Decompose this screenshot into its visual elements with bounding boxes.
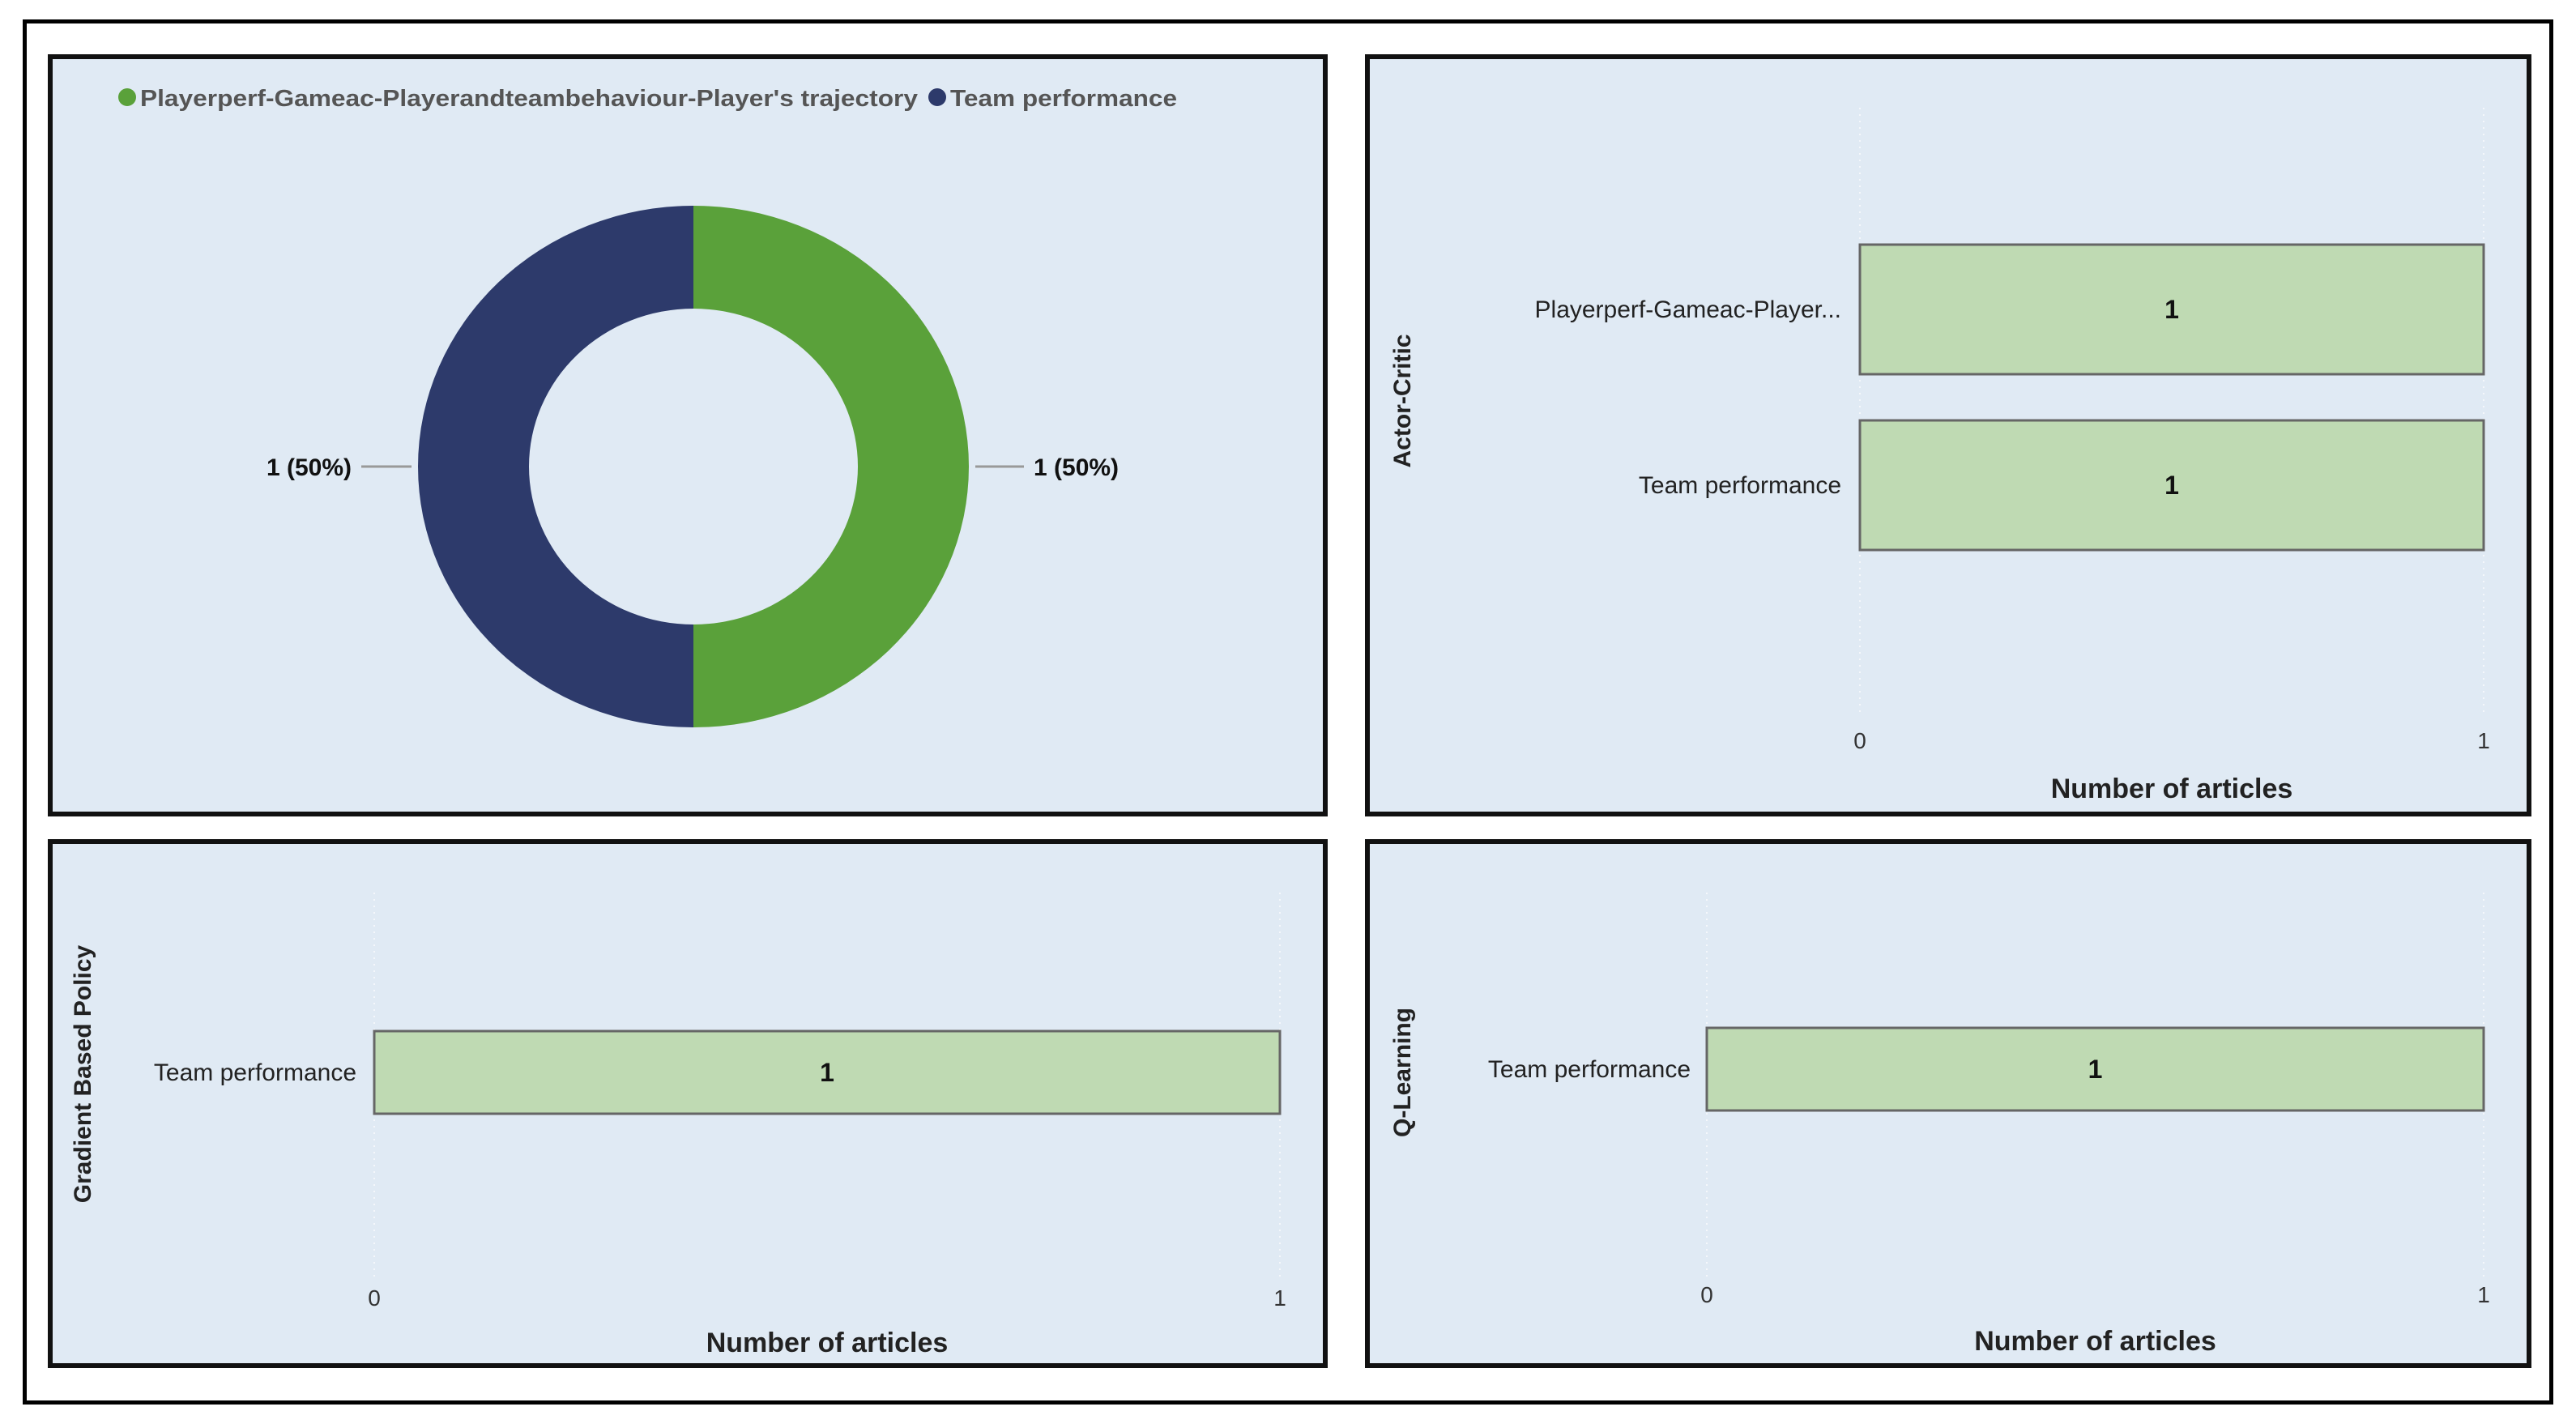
bar [1705, 1026, 2485, 1112]
bar-data-label: 1 [2164, 471, 2179, 500]
data-label: 1 (50%) [1034, 454, 1119, 481]
category-label: Team performance [154, 1059, 356, 1086]
x-tick-label: 0 [1853, 728, 1866, 753]
legend-label: Team performance [950, 86, 1177, 112]
donut-chart: Playerperf-Gameac-Playerandteambehaviour… [118, 86, 1177, 727]
x-tick-label: 0 [1700, 1282, 1713, 1307]
donut-slice [418, 206, 693, 727]
y-axis-title: Q-Learning [1389, 1008, 1416, 1137]
x-axis-title: Number of articles [2051, 774, 2293, 804]
bar [373, 1029, 1282, 1115]
x-tick-label: 1 [1273, 1285, 1286, 1311]
bar-data-label: 1 [820, 1058, 834, 1087]
x-tick-label: 1 [2477, 1282, 2490, 1307]
donut-chart-panel: Playerperf-Gameac-Playerandteambehaviour… [48, 54, 1328, 816]
bar [1858, 419, 2485, 552]
x-tick-label: 1 [2477, 728, 2490, 753]
dashboard-frame [23, 19, 2553, 1405]
category-label: Team performance [1639, 472, 1841, 499]
category-label: Team performance [1488, 1056, 1691, 1083]
x-axis-title: Number of articles [706, 1328, 949, 1358]
y-axis-title: Actor-Critic [1389, 334, 1416, 467]
data-label: 1 (50%) [267, 454, 352, 481]
legend-marker [928, 88, 946, 106]
bar [1858, 243, 2485, 376]
donut-slice [693, 206, 969, 727]
bar-data-label: 1 [2088, 1055, 2103, 1084]
y-axis-title: Gradient Based Policy [70, 944, 96, 1203]
bar-data-label: 1 [2164, 295, 2179, 324]
x-tick-label: 0 [368, 1285, 381, 1311]
legend-label: Playerperf-Gameac-Playerandteambehaviour… [140, 86, 918, 112]
x-axis-title: Number of articles [1974, 1326, 2216, 1357]
category-label: Playerperf-Gameac-Player... [1535, 296, 1841, 323]
legend-marker [118, 88, 136, 106]
